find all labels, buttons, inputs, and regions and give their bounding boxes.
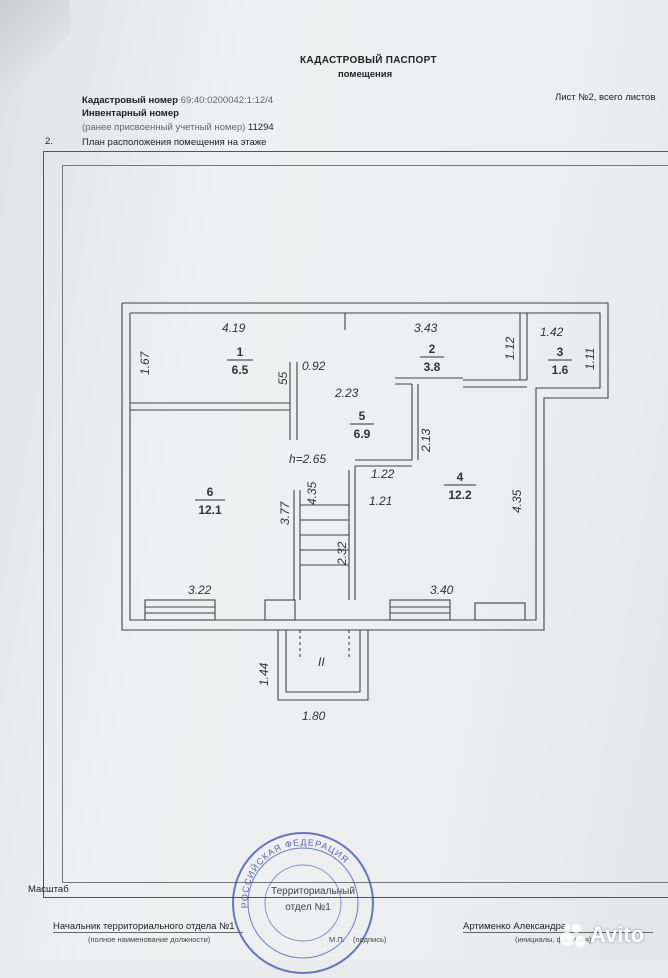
dim-435-right: 4.35 [510, 489, 524, 513]
room-1-number: 1 [237, 345, 244, 359]
room-labels: 1 6.5 2 3.8 3 1.6 4 12.2 5 6.9 6 12.1 [195, 342, 572, 517]
dimension-labels: 4.19 3.43 1.42 1.67 55 0.92 2.23 1.12 1.… [138, 321, 597, 723]
cadastral-label: Кадастровый номер [82, 95, 179, 106]
room-5-number: 5 [359, 409, 366, 423]
avito-watermark: Avito [560, 920, 644, 950]
cadastral-value: 69:40:0200042:1:12/4 [180, 95, 274, 106]
ceiling-height: h=2.65 [289, 452, 326, 466]
room-4-area: 12.2 [448, 488, 472, 502]
stamp-line1: Территориальный [271, 886, 355, 897]
dim-343: 3.43 [414, 321, 438, 335]
dim-213: 2.13 [419, 428, 433, 453]
prev-number-value: 11294 [247, 122, 274, 133]
dim-144: 1.44 [257, 662, 271, 686]
position-hint: (полное наименование должности) [88, 935, 211, 944]
room-6-number: 6 [207, 485, 214, 499]
dim-232: 2.32 [335, 541, 349, 566]
official-stamp: РОССИЙСКАЯ ФЕДЕРАЦИЯ Территориальный отд… [232, 832, 374, 974]
inner-frame [62, 165, 668, 883]
dim-435-left: 4.35 [305, 481, 319, 505]
initials-hint: (инициалы, фамилия) [515, 935, 592, 944]
dim-055: 55 [276, 371, 290, 385]
avito-watermark-text: Avito [590, 922, 645, 947]
prev-number-label: (ранее присвоенный учетный номер) [82, 122, 246, 133]
document-title: КАДАСТРОВЫЙ ПАСПОРТ [300, 55, 437, 66]
dim-322: 3.22 [188, 583, 212, 597]
dim-167: 1.67 [138, 350, 152, 375]
dim-340: 3.40 [430, 583, 454, 597]
room-6-area: 12.1 [198, 503, 222, 517]
dim-223: 2.23 [334, 386, 359, 400]
chief-label: Начальник территориального отдела №1 [53, 921, 235, 932]
room-2-area: 3.8 [424, 360, 441, 374]
dim-092: 0.92 [302, 359, 326, 373]
dim-122: 1.22 [371, 467, 395, 481]
stamp-ring-text: РОССИЙСКАЯ ФЕДЕРАЦИЯ [239, 837, 350, 908]
svg-text:РОССИЙСКАЯ ФЕДЕРАЦИЯ: РОССИЙСКАЯ ФЕДЕРАЦИЯ [239, 837, 351, 908]
prev-number-row: (ранее присвоенный учетный номер) 11294 [82, 122, 274, 133]
avito-logo-icon [560, 922, 586, 948]
dim-121: 1.21 [369, 494, 392, 508]
inventory-label: Инвентарный номер [82, 108, 179, 119]
cadastral-number-row: Кадастровый номер 69:40:0200042:1:12/4 [82, 95, 273, 106]
dim-142: 1.42 [540, 325, 564, 339]
room-1-area: 6.5 [232, 363, 249, 377]
room-2-number: 2 [429, 342, 436, 356]
signer-name: Артименко Александра [463, 921, 567, 932]
dim-111: 1.11 [583, 348, 597, 370]
page-fold-shadow [0, 0, 70, 100]
room-4-number: 4 [457, 470, 464, 484]
plan-walls [121, 302, 609, 701]
section-title: План расположения помещения на этаже [82, 137, 267, 148]
section-number: 2. [45, 136, 53, 147]
porch-label: II [318, 655, 325, 669]
room-3-number: 3 [557, 345, 564, 359]
signature-hint: (подпись) [353, 935, 387, 944]
mp-label: М.П. [329, 935, 345, 944]
scale-label: Масштаб [28, 884, 69, 895]
stamp-line2: отдел №1 [285, 902, 331, 913]
room-3-area: 1.6 [552, 363, 569, 377]
room-5-area: 6.9 [354, 427, 371, 441]
dim-112: 1.12 [503, 336, 517, 360]
outer-frame [43, 151, 668, 898]
dim-180: 1.80 [302, 709, 326, 723]
sheet-info: Лист №2, всего листов [555, 92, 656, 103]
document-subtitle: помещения [338, 69, 393, 80]
chief-underline [53, 932, 243, 933]
dim-419: 4.19 [222, 321, 246, 335]
signer-underline [463, 932, 653, 933]
dim-377: 3.77 [278, 500, 292, 525]
